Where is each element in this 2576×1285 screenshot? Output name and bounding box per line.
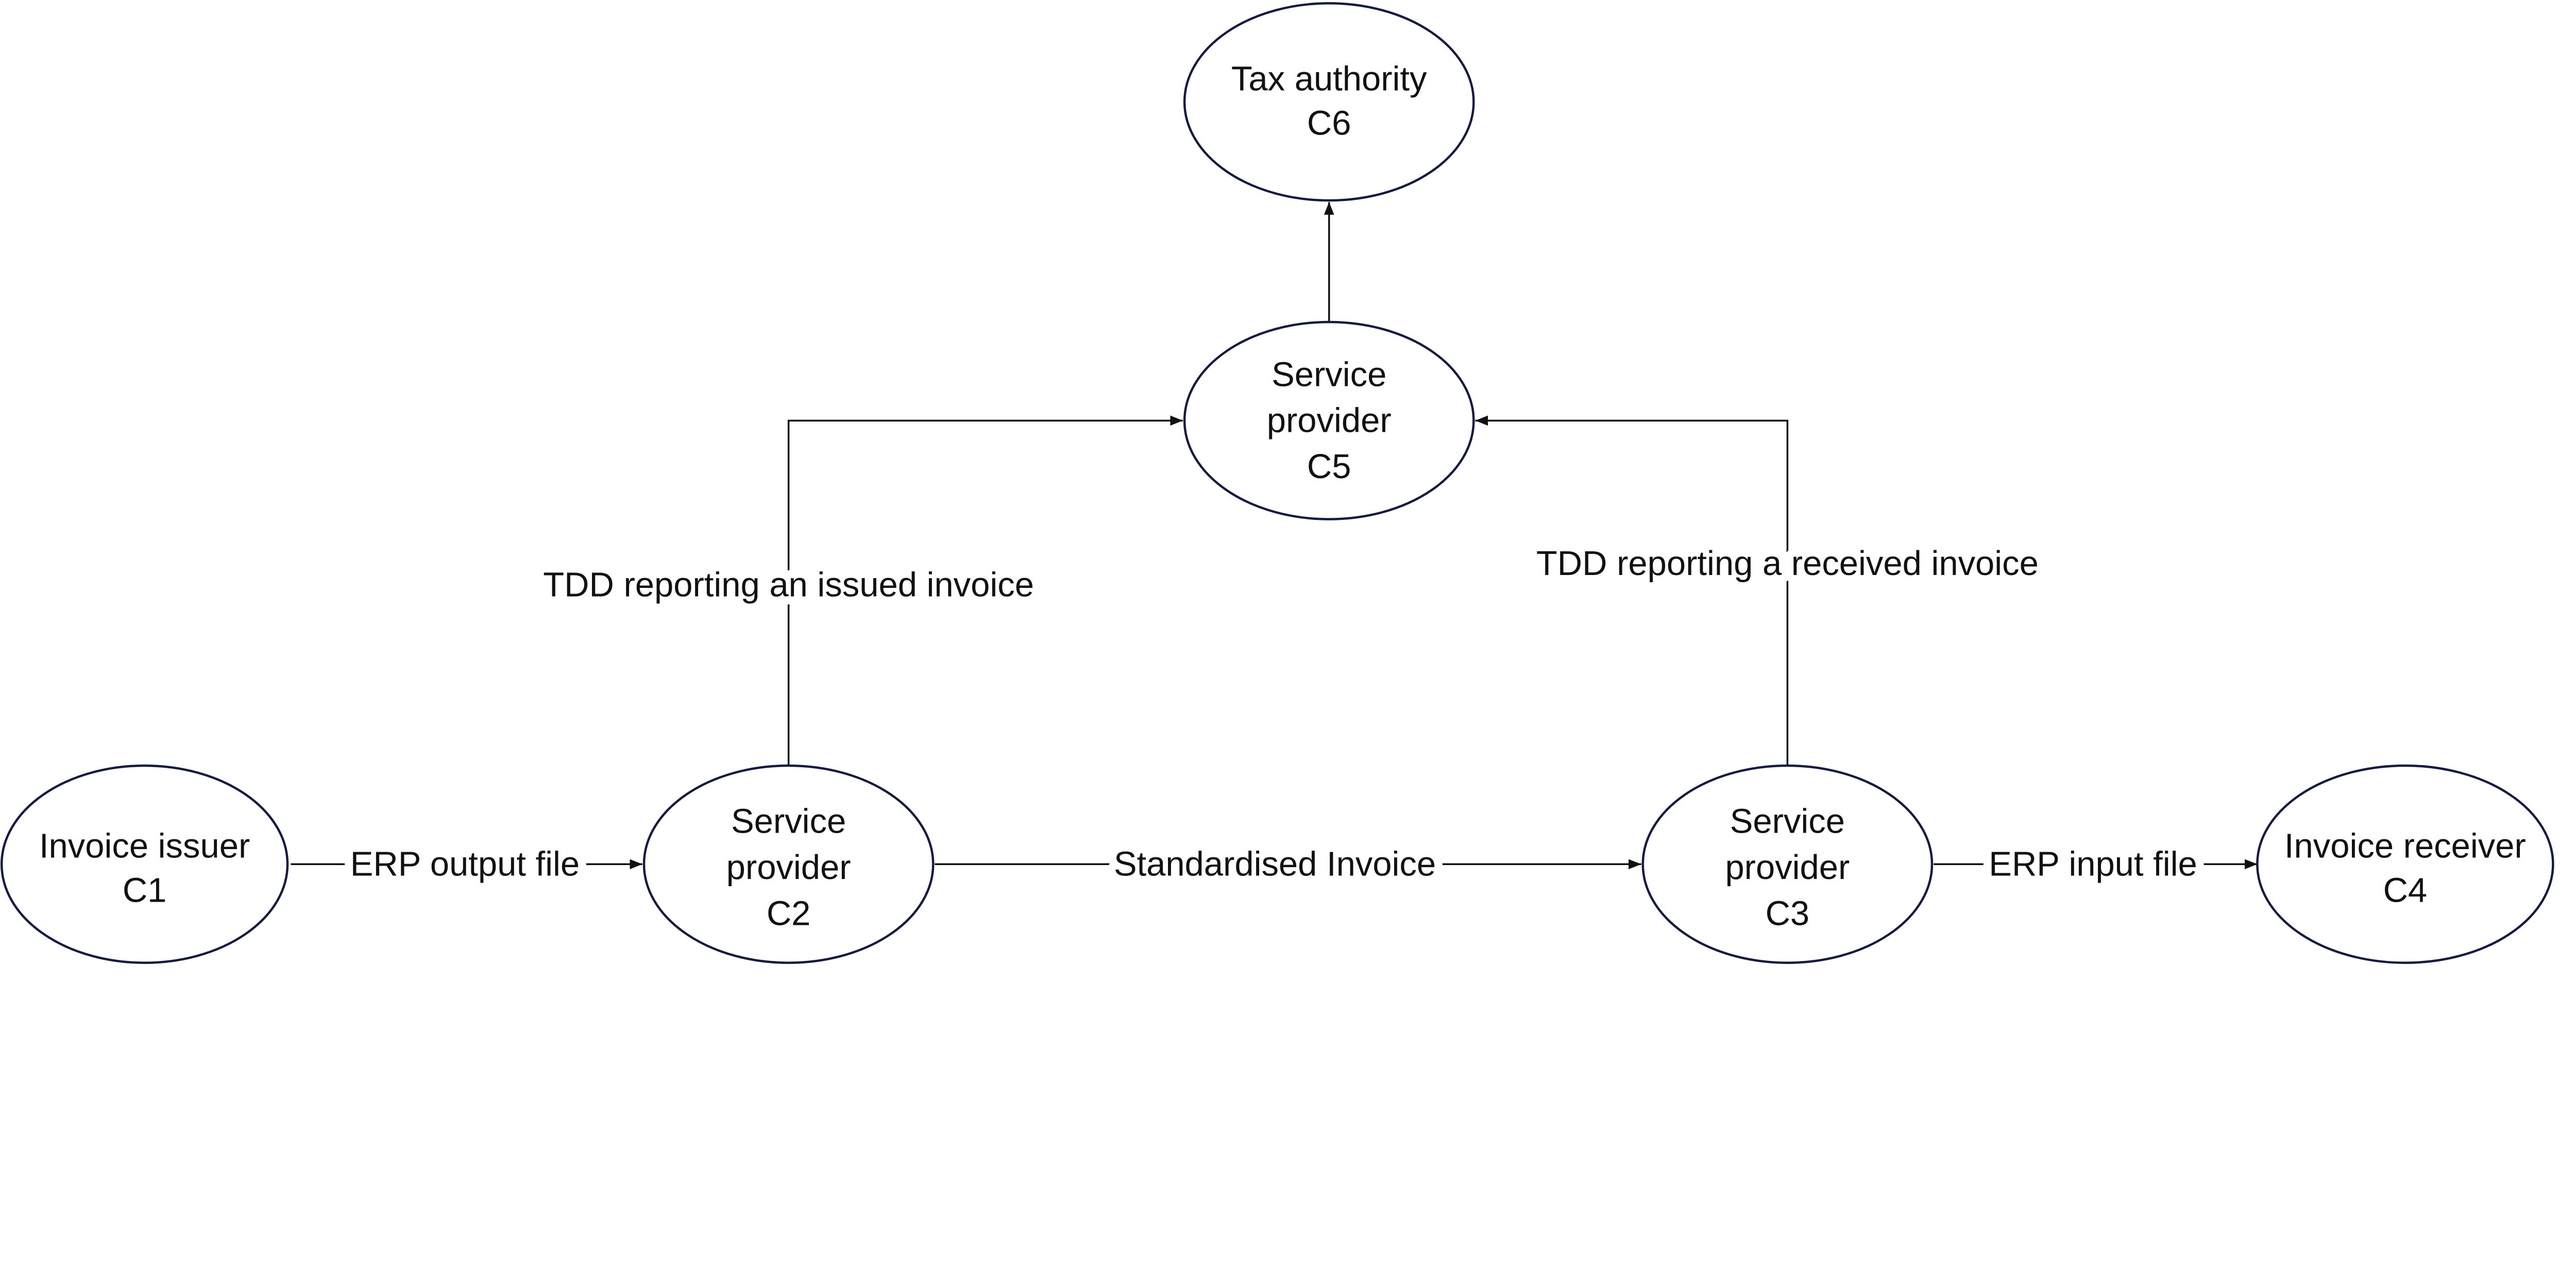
node-id: C5 bbox=[1307, 447, 1351, 486]
node-c6-tax-authority: Tax authority C6 bbox=[1183, 2, 1475, 202]
node-label: provider bbox=[1725, 848, 1850, 887]
node-label: Invoice receiver bbox=[2284, 827, 2526, 866]
node-id: C2 bbox=[767, 894, 811, 933]
invoice-flow-diagram: ERP output file Standardised Invoice ERP… bbox=[0, 2, 2554, 964]
node-c4-invoice-receiver: Invoice receiver C4 bbox=[2256, 764, 2554, 964]
node-c1-invoice-issuer: Invoice issuer C1 bbox=[0, 764, 289, 964]
node-label: Service bbox=[1730, 802, 1845, 841]
node-label: provider bbox=[726, 848, 851, 887]
node-c5-service-provider: Service provider C5 bbox=[1183, 320, 1475, 520]
node-c2-service-provider: Service provider C2 bbox=[642, 764, 935, 964]
edge-c3-c5 bbox=[1475, 415, 1789, 766]
edge-label-erp-input-file: ERP input file bbox=[1989, 845, 2197, 884]
node-label: Invoice issuer bbox=[39, 827, 250, 866]
node-label: Service bbox=[1272, 355, 1386, 394]
node-id: C3 bbox=[1766, 894, 1810, 933]
edge-label-standardised-invoice: Standardised Invoice bbox=[1114, 845, 1436, 884]
node-id: C4 bbox=[2383, 871, 2428, 910]
node-label: Service bbox=[731, 802, 846, 841]
node-label: provider bbox=[1267, 401, 1392, 440]
node-id: C6 bbox=[1307, 104, 1351, 142]
node-id: C1 bbox=[123, 871, 167, 910]
node-label: Tax authority bbox=[1231, 59, 1427, 98]
edge-label-erp-output-file: ERP output file bbox=[350, 845, 580, 884]
node-c3-service-provider: Service provider C3 bbox=[1641, 764, 1934, 964]
edge-label-tdd-issued: TDD reporting an issued invoice bbox=[543, 566, 1034, 604]
edge-label-tdd-received: TDD reporting a received invoice bbox=[1536, 544, 2039, 583]
edge-c2-c5 bbox=[787, 415, 1183, 766]
